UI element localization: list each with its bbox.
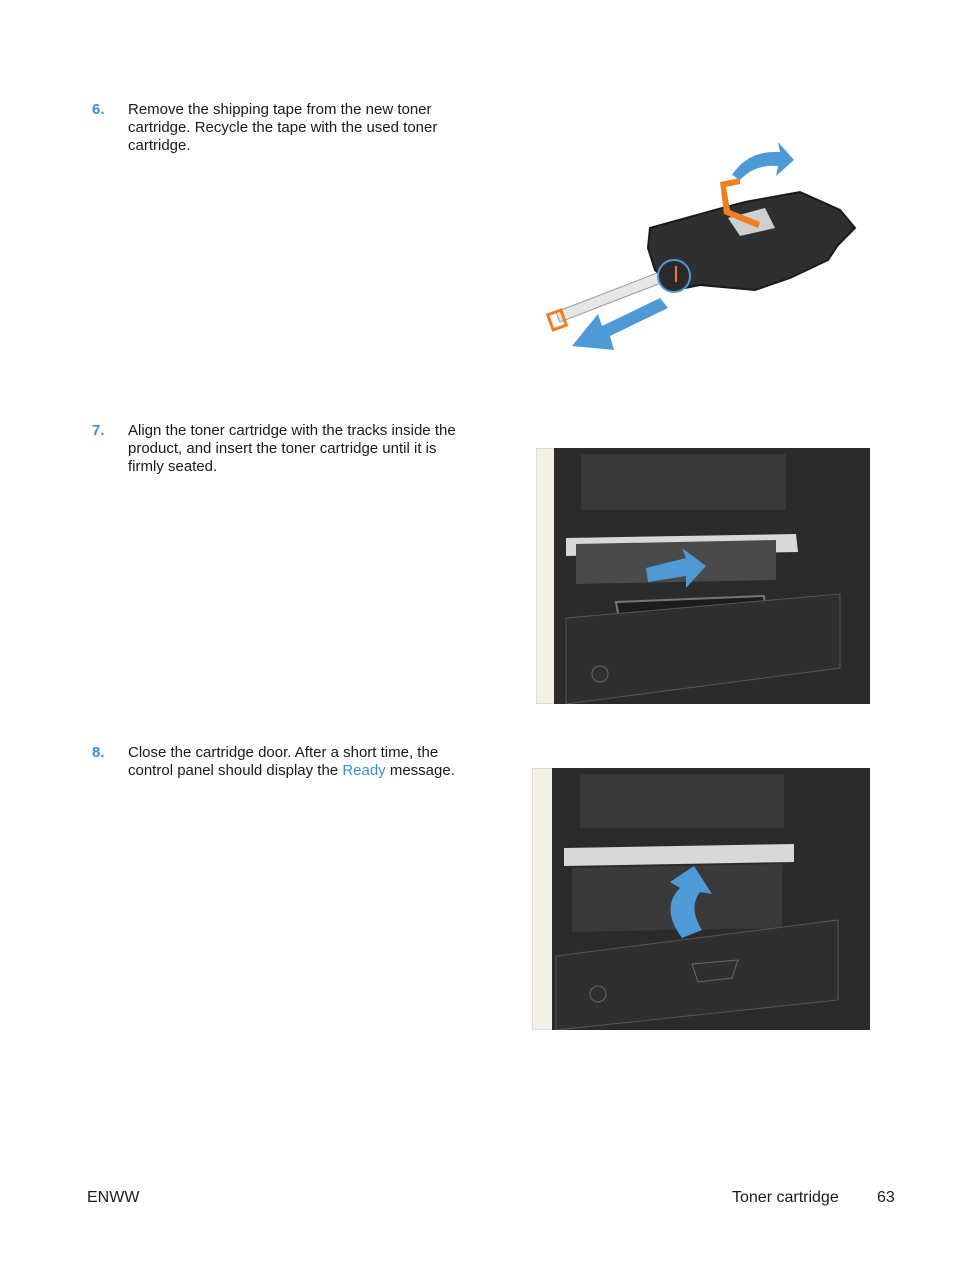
- curved-arrow-icon: [732, 142, 794, 180]
- page-number: 63: [877, 1189, 895, 1206]
- step-text: Close the cartridge door. After a short …: [128, 744, 455, 779]
- shipping-tape-strap: [720, 178, 760, 228]
- cartridge-tape-removal-illustration: [545, 142, 857, 350]
- tape-end-marker: [657, 259, 691, 293]
- close-arrow-icon: [670, 866, 712, 938]
- pull-arrow-icon: [572, 298, 668, 350]
- step-number: 7.: [92, 422, 105, 439]
- footer-section: Toner cartridge: [732, 1189, 839, 1206]
- insert-cartridge-illustration: [536, 448, 870, 704]
- step-text: Align the toner cartridge with the track…: [128, 422, 456, 475]
- ready-message: Ready: [342, 762, 386, 779]
- footer-left: ENWW: [87, 1189, 140, 1206]
- close-door-illustration: [532, 768, 870, 1030]
- step-text: Remove the shipping tape from the new to…: [128, 101, 438, 154]
- step-number: 6.: [92, 101, 105, 118]
- step-6: 6. Remove the shipping tape from the new…: [92, 101, 462, 155]
- step-number: 8.: [92, 744, 105, 761]
- step-7: 7. Align the toner cartridge with the tr…: [92, 422, 462, 476]
- tape-tab: [545, 308, 569, 332]
- insert-arrow-icon: [646, 548, 706, 588]
- pull-tape: [555, 267, 675, 323]
- step-8: 8. Close the cartridge door. After a sho…: [92, 744, 462, 780]
